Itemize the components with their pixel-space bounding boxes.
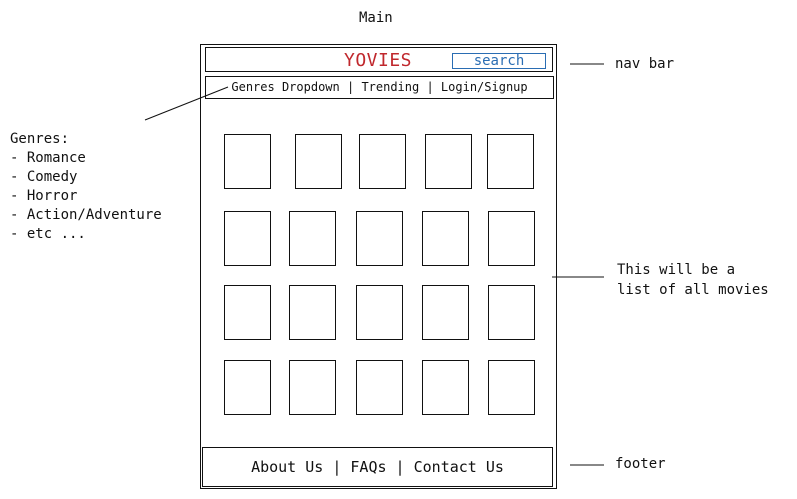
movie-card[interactable]	[422, 211, 469, 266]
movie-card[interactable]	[425, 134, 472, 189]
search-button[interactable]: search	[452, 53, 546, 69]
genre-item: - Horror	[10, 188, 78, 204]
trending-link[interactable]: Trending	[361, 80, 420, 94]
footer-separator: |	[386, 458, 414, 476]
movies-annotation-line2: list of all movies	[617, 282, 769, 298]
page-title: Main	[359, 10, 393, 26]
movie-card[interactable]	[356, 360, 403, 415]
faqs-link[interactable]: FAQs	[350, 458, 387, 476]
brand-logo[interactable]: YOVIES	[344, 50, 413, 71]
genre-item: - Action/Adventure	[10, 207, 162, 223]
movie-card[interactable]	[356, 211, 403, 266]
movie-card[interactable]	[289, 211, 336, 266]
genre-item: - Romance	[10, 150, 86, 166]
nav-bar-annotation: nav bar	[615, 56, 675, 72]
movie-card[interactable]	[224, 285, 271, 340]
wireframe-frame	[200, 44, 557, 489]
movie-card[interactable]	[488, 211, 535, 266]
movie-card[interactable]	[422, 285, 469, 340]
movie-card[interactable]	[289, 360, 336, 415]
movie-card[interactable]	[359, 134, 406, 189]
about-us-link[interactable]: About Us	[251, 458, 324, 476]
movie-card[interactable]	[295, 134, 342, 189]
footer: About Us | FAQs | Contact Us	[202, 447, 553, 487]
movie-card[interactable]	[488, 285, 535, 340]
menu-separator: |	[339, 80, 362, 94]
genre-item: - etc ...	[10, 226, 86, 242]
footer-separator: |	[323, 458, 351, 476]
menu-separator: |	[419, 80, 441, 94]
genres-heading: Genres:	[10, 131, 70, 147]
genres-annotation: Genres: - Romance - Comedy - Horror - Ac…	[10, 130, 162, 244]
footer-annotation: footer	[615, 456, 666, 472]
login-signup-link[interactable]: Login/Signup	[440, 80, 528, 94]
movie-card[interactable]	[224, 134, 271, 189]
movie-card[interactable]	[224, 360, 271, 415]
movie-card[interactable]	[224, 211, 271, 266]
contact-us-link[interactable]: Contact Us	[413, 458, 504, 476]
movie-card[interactable]	[356, 285, 403, 340]
genres-pointer	[144, 86, 229, 121]
movie-card[interactable]	[422, 360, 469, 415]
genre-item: - Comedy	[10, 169, 78, 185]
genres-dropdown[interactable]: Genres Dropdown	[231, 80, 340, 94]
menu-bar: Genres Dropdown | Trending | Login/Signu…	[205, 76, 554, 99]
nav-bar	[205, 47, 553, 72]
movie-card[interactable]	[488, 360, 535, 415]
movie-card[interactable]	[289, 285, 336, 340]
movie-card[interactable]	[487, 134, 534, 189]
movies-annotation-line1: This will be a	[617, 262, 736, 278]
